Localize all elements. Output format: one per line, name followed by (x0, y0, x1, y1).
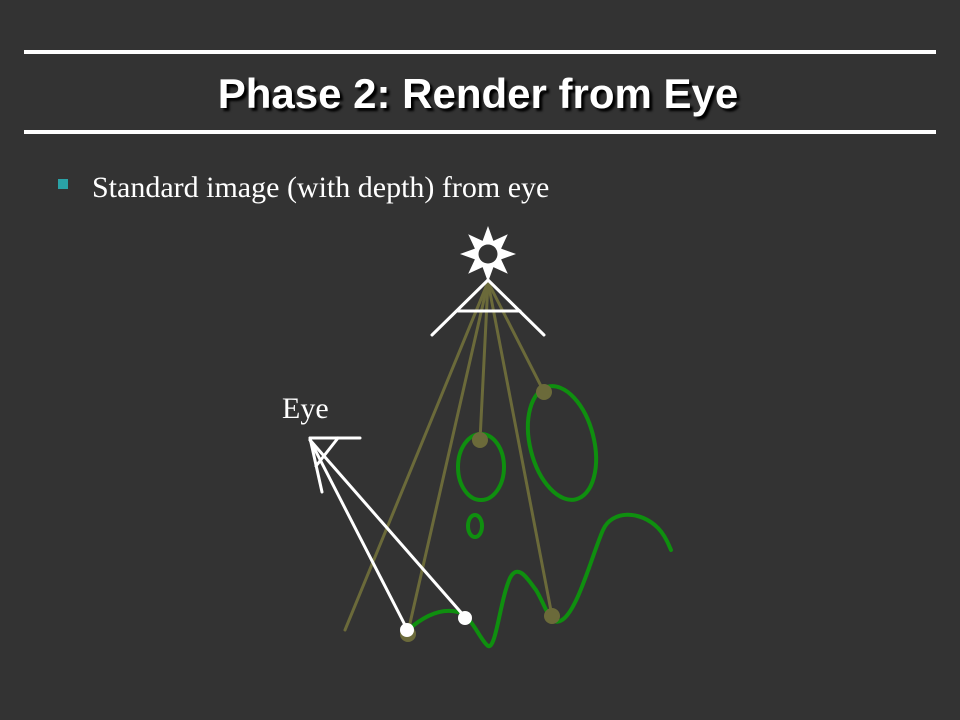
light-rays (343, 280, 554, 634)
bullet-square-icon (58, 179, 68, 189)
light-ray (486, 280, 554, 618)
eye-sample-points (400, 611, 472, 637)
eye-label: Eye (282, 392, 329, 425)
light-sample-point (544, 608, 560, 624)
ground-curve-object (406, 512, 673, 648)
light-ray (486, 280, 546, 394)
eye-ray (308, 438, 409, 631)
eye-ray (308, 438, 467, 619)
eye-rays (308, 438, 467, 631)
light-sample-point (536, 384, 552, 400)
light-sample-point (472, 432, 488, 448)
tall-ellipse-object (525, 384, 599, 502)
light-ray (478, 280, 490, 442)
eye-sample-point (400, 623, 414, 637)
light-ray (406, 280, 490, 634)
title-top-rule (24, 50, 936, 54)
sun-icon (460, 226, 516, 282)
scene-objects (406, 384, 673, 648)
camera-frustum-icon (308, 436, 362, 494)
bullet-text: Standard image (with depth) from eye (92, 171, 550, 204)
tiny-ellipse-object (466, 513, 484, 539)
light-frustum (430, 278, 546, 337)
slide-title: Phase 2: Render from Eye (217, 70, 739, 117)
title-bottom-rule (24, 130, 936, 134)
bullet-item: Standard image (with depth) from eye (58, 168, 549, 208)
light-ray (343, 280, 490, 632)
eye-sample-point (458, 611, 472, 625)
